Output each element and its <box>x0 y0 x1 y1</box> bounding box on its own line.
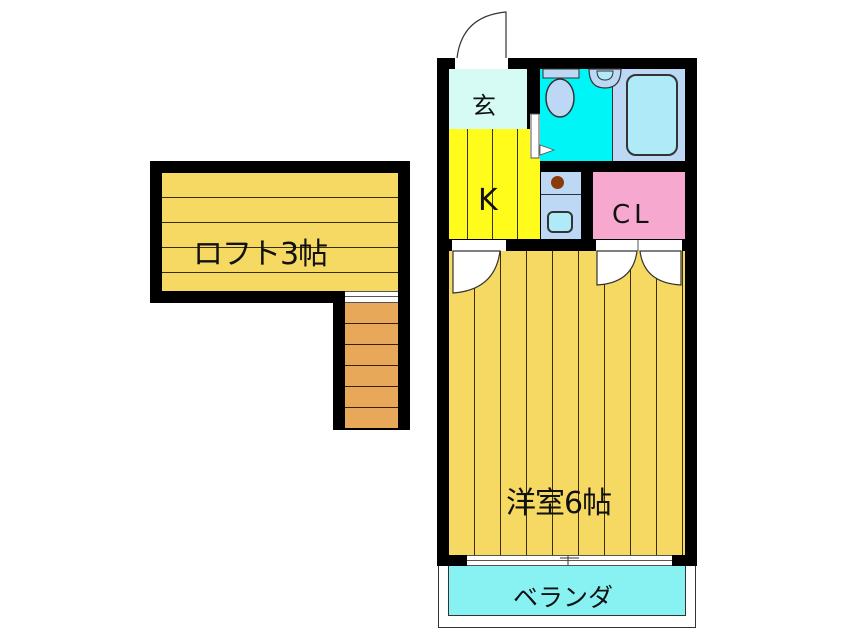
veranda <box>448 566 686 616</box>
bathtub <box>626 74 678 156</box>
drain-icon <box>551 176 564 189</box>
closet-label: CL <box>612 200 653 230</box>
window-lock-icon <box>560 556 579 565</box>
room-door-swing-icon <box>452 250 501 294</box>
front-door-opening[interactable] <box>455 58 508 69</box>
kitchen <box>449 129 540 239</box>
bath-door-icon <box>530 113 556 159</box>
loft-label: ロフト3帖 <box>193 237 328 272</box>
room-door-opening[interactable] <box>452 240 506 251</box>
loft-floor <box>162 173 398 291</box>
closet-door-swing-icon <box>596 240 682 286</box>
western-room <box>449 251 685 555</box>
toilet-icon <box>542 68 580 118</box>
sink-icon <box>588 68 622 89</box>
closet <box>593 172 685 239</box>
entrance <box>449 69 527 129</box>
western-room-label: 洋室6帖 <box>506 486 612 521</box>
loft-opening <box>345 291 398 303</box>
washroom-divider <box>541 194 581 195</box>
kitchen-label: K <box>478 183 498 218</box>
front-door-swing-icon <box>456 11 507 59</box>
closet-door-opening[interactable] <box>596 240 682 251</box>
veranda-label: ベランダ <box>513 583 614 612</box>
stairs <box>345 303 398 428</box>
washbasin <box>547 211 573 233</box>
balcony-window[interactable] <box>467 555 672 566</box>
entrance-label: 玄 <box>472 92 496 120</box>
